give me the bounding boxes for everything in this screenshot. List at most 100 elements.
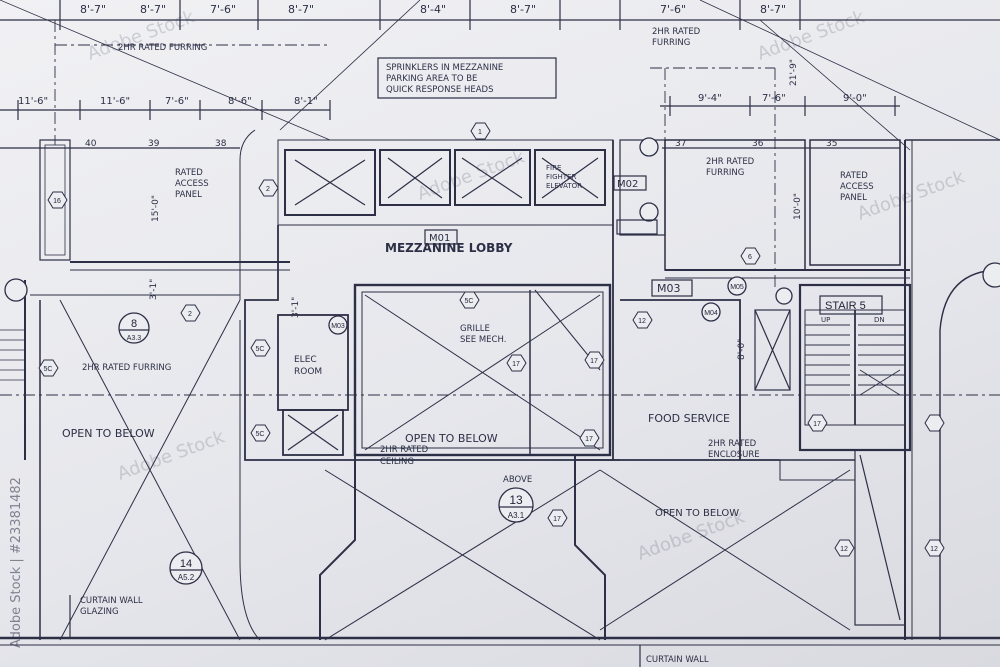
- dim-top: 8'-4": [420, 3, 446, 16]
- furring-note: 2HR RATED FURRING: [82, 363, 171, 373]
- left-dimension-line: [0, 100, 331, 120]
- section-marker-num: 13: [509, 493, 523, 507]
- access-panel-note: ACCESS: [840, 182, 874, 192]
- curtain-wall-note: GLAZING: [80, 607, 119, 617]
- grille-note: SEE MECH.: [460, 335, 506, 345]
- door-tag: M05: [730, 284, 744, 291]
- dim-top: 8'-7": [288, 3, 314, 16]
- stair-label: STAIR 5: [825, 300, 866, 312]
- dim-vertical: 15'-0": [151, 195, 161, 222]
- dim-left: 8'-6": [228, 96, 252, 107]
- grid-number: 36: [752, 139, 764, 149]
- curtain-wall-note: CURTAIN WALL: [80, 596, 143, 606]
- keynote-label: 2: [188, 311, 192, 318]
- dim-top: 8'-7": [140, 3, 166, 16]
- dim-right: 9'-4": [698, 93, 722, 104]
- dim-right: 9'-0": [843, 93, 867, 104]
- keynote-label: 6: [748, 254, 752, 261]
- section-marker-sheet: A3.1: [508, 511, 525, 520]
- ceiling-note: 2HR RATED: [380, 445, 429, 455]
- keynote-label: 16: [53, 198, 61, 205]
- room-elec: ROOM: [294, 367, 322, 377]
- furring-note: FURRING: [706, 168, 744, 178]
- keynote-hex: [470, 122, 491, 140]
- keynote-label: 12: [840, 546, 848, 553]
- dim-left: 11'-6": [100, 96, 130, 107]
- furring-note: 2HR RATED: [706, 157, 755, 167]
- above-note: ABOVE: [503, 475, 532, 485]
- room-lobby: MEZZANINE LOBBY: [385, 241, 513, 255]
- tag-m01: M01: [429, 233, 450, 244]
- access-panel-note: ACCESS: [175, 179, 209, 189]
- dim-left: 11'-6": [18, 96, 48, 107]
- keynote-hex: [180, 304, 201, 322]
- dim-vertical: 3'-1": [149, 279, 159, 300]
- door-tag: M04: [704, 310, 718, 317]
- access-panel-note: PANEL: [840, 193, 867, 203]
- sprinkler-note-line: PARKING AREA TO BE: [386, 74, 477, 84]
- keynote-label: 17: [512, 361, 520, 368]
- keynote-label: 17: [553, 516, 561, 523]
- keynote-label: 17: [590, 358, 598, 365]
- keynote-label: 17: [585, 436, 593, 443]
- grille-note: GRILLE: [460, 324, 490, 334]
- access-panel-note: RATED: [175, 168, 203, 178]
- dim-vertical: 3'-1": [291, 297, 301, 318]
- ceiling-note: CEILING: [380, 457, 414, 467]
- section-marker-sheet: A5.2: [178, 573, 195, 582]
- furring-note: 2HR RATED: [652, 27, 701, 37]
- section-marker-num: 14: [180, 558, 192, 570]
- keynote-label: 1: [478, 129, 482, 136]
- dim-left: 7'-6": [165, 96, 189, 107]
- furring-note: FURRING: [652, 38, 690, 48]
- section-marker-num: 8: [131, 318, 137, 330]
- dim-vertical: 10'-0": [793, 193, 803, 220]
- keynote-label: 2: [266, 186, 270, 193]
- watermark-side: Adobe Stock | #23381482: [9, 477, 24, 648]
- sprinkler-note-line: QUICK RESPONSE HEADS: [386, 85, 493, 95]
- room-elec: ELEC: [294, 355, 317, 365]
- section-marker-13: [498, 487, 534, 523]
- access-panel-note: PANEL: [175, 190, 202, 200]
- door-tag: M03: [331, 323, 345, 330]
- section-marker-14: [169, 551, 203, 585]
- section-marker-8: [118, 312, 150, 344]
- keynote-label: 12: [930, 546, 938, 553]
- keynote-label: 5C: [44, 366, 53, 373]
- stair-dn: DN: [874, 316, 885, 324]
- enclosure-note: ENCLOSURE: [708, 450, 760, 460]
- open-to-below-left: OPEN TO BELOW: [62, 427, 155, 440]
- grid-number: 37: [675, 139, 686, 149]
- keynote-hex: [47, 191, 68, 209]
- dim-vertical: 21'-9": [789, 59, 799, 86]
- tag-m02: M02: [617, 179, 638, 190]
- curtain-wall-note: CURTAIN WALL: [646, 655, 709, 665]
- elevator-note: ELEVATOR: [546, 182, 582, 190]
- right-dimension-line: [660, 96, 900, 116]
- open-to-below-right: OPEN TO BELOW: [655, 508, 739, 519]
- grid-number: 40: [85, 139, 97, 149]
- dim-left: 8'-1": [294, 96, 318, 107]
- keynote-label: 5C: [256, 346, 265, 353]
- room-food-service: FOOD SERVICE: [648, 412, 730, 425]
- watermark-tile: Adobe Stock: [855, 166, 968, 224]
- access-panel-note: RATED: [840, 171, 868, 181]
- top-dimension-line: [0, 0, 1000, 30]
- keynote-label: 17: [813, 421, 821, 428]
- keynote-label: 5C: [256, 431, 265, 438]
- open-to-below-center: OPEN TO BELOW: [405, 432, 498, 445]
- dim-right: 7'-6": [762, 93, 786, 104]
- tag-m03: M03: [657, 282, 681, 295]
- keynote-label: 12: [638, 318, 646, 325]
- watermark-tile: Adobe Stock: [415, 146, 528, 204]
- grid-number: 39: [148, 139, 160, 149]
- grid-number: 35: [826, 139, 837, 149]
- enclosure-note: 2HR RATED: [708, 439, 757, 449]
- grid-number: 38: [215, 139, 227, 149]
- section-marker-sheet: A3.3: [127, 335, 142, 342]
- dim-top: 7'-6": [660, 3, 686, 16]
- elevator-note: FIRE: [546, 164, 561, 172]
- dim-top: 8'-7": [760, 3, 786, 16]
